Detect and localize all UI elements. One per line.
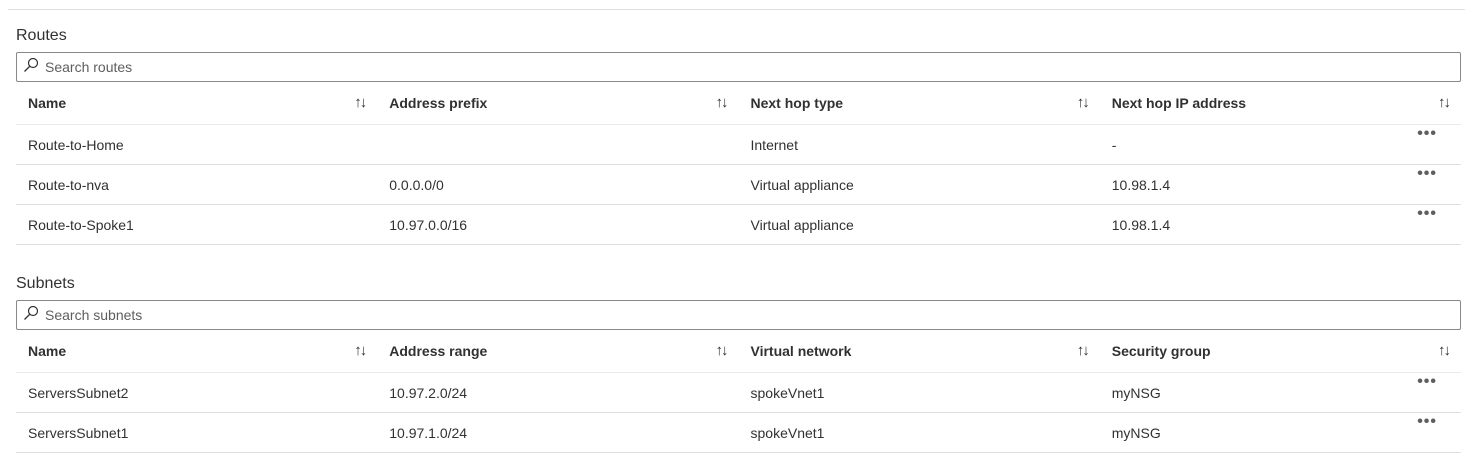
subnets-table: Name↑↓Address range↑↓Virtual network↑↓Se… <box>16 330 1461 453</box>
table-cell: 10.97.2.0/24 <box>377 372 739 413</box>
table-cell: ServersSubnet2 <box>16 372 378 413</box>
column-header[interactable]: Security group ↑↓ <box>1099 330 1461 373</box>
subnets-search-box[interactable]: Search subnets <box>16 300 1461 330</box>
table-cell: 10.98.1.4 ••• <box>1099 164 1461 205</box>
column-label: Name <box>28 95 67 111</box>
column-header[interactable]: Address prefix ↑↓ <box>377 82 739 125</box>
table-cell: Route-to-nva <box>16 164 378 205</box>
table-cell: Route-to-Spoke1 <box>16 204 378 245</box>
column-header[interactable]: Virtual network ↑↓ <box>738 330 1100 373</box>
column-label: Name <box>28 343 67 359</box>
table-cell <box>377 124 739 165</box>
column-label: Address prefix <box>389 95 488 111</box>
cell-text: 0.0.0.0/0 <box>389 176 444 193</box>
table-cell: spokeVnet1 <box>738 412 1100 453</box>
routes-search-box[interactable]: Search routes <box>16 52 1461 82</box>
column-label: Address range <box>389 343 488 359</box>
cell-text: myNSG <box>1111 384 1161 401</box>
sort-icon[interactable]: ↑↓ <box>1438 342 1451 359</box>
cell-text: Internet <box>750 136 798 153</box>
search-icon <box>23 57 39 78</box>
search-icon <box>23 305 39 326</box>
divider <box>8 9 1465 10</box>
subnets-search-input[interactable]: Search subnets <box>45 307 143 323</box>
sort-icon[interactable]: ↑↓ <box>354 94 367 111</box>
cell-text: 10.97.2.0/24 <box>389 384 468 401</box>
sort-icon[interactable]: ↑↓ <box>354 342 367 359</box>
column-header[interactable]: Next hop IP address ↑↓ <box>1099 82 1461 125</box>
table-cell: 10.98.1.4 ••• <box>1099 204 1461 245</box>
cell-text: Virtual appliance <box>750 216 854 233</box>
cell-text: 10.97.1.0/24 <box>389 424 468 441</box>
table-cell: myNSG ••• <box>1099 372 1461 413</box>
cell-text: myNSG <box>1111 424 1161 441</box>
routes-title: Routes <box>16 27 67 44</box>
table-cell: ServersSubnet1 <box>16 412 378 453</box>
table-cell: myNSG ••• <box>1099 412 1461 453</box>
table-cell: Internet <box>738 124 1100 165</box>
more-actions-icon[interactable]: ••• <box>1417 124 1437 142</box>
table-cell: Virtual appliance <box>738 164 1100 205</box>
column-header[interactable]: Name ↑↓ <box>16 330 378 373</box>
cell-text: ServersSubnet2 <box>28 384 129 401</box>
more-actions-icon[interactable]: ••• <box>1417 204 1437 222</box>
sort-icon[interactable]: ↑↓ <box>715 342 729 359</box>
cell-text: 10.98.1.4 <box>1111 216 1171 233</box>
table-row[interactable]: ServersSubnet2 10.97.2.0/24 spokeVnet1 myNS… <box>16 372 1461 413</box>
table-row[interactable]: ServersSubnet1 10.97.1.0/24 spokeVnet1 myNS… <box>16 412 1461 453</box>
cell-text: spokeVnet1 <box>750 424 825 441</box>
table-row[interactable]: Route-to-Spoke1 10.97.0.0/16 Virtual appli… <box>16 204 1461 245</box>
table-cell: spokeVnet1 <box>738 372 1100 413</box>
column-header[interactable]: Next hop type ↑↓ <box>738 82 1100 125</box>
cell-text: spokeVnet1 <box>750 384 825 401</box>
column-label: Security group <box>1111 343 1211 359</box>
cell-text: Route-to-Spoke1 <box>28 216 134 233</box>
table-cell: Route-to-Home <box>16 124 378 165</box>
table-cell: 10.97.0.0/16 <box>377 204 739 245</box>
table-cell: 0.0.0.0/0 <box>377 164 739 205</box>
subnets-section: Subnets Search subnets Name↑↓Address ran… <box>16 272 1461 453</box>
cell-text: Route-to-nva <box>28 176 109 193</box>
sort-icon[interactable]: ↑↓ <box>1438 94 1451 111</box>
routes-section: Routes Search routes Name↑↓Address prefi… <box>16 24 1461 245</box>
subnets-title: Subnets <box>16 275 75 292</box>
column-label: Virtual network <box>750 343 852 359</box>
column-header[interactable]: Address range ↑↓ <box>377 330 739 373</box>
table-row[interactable]: Route-to-nva 0.0.0.0/0 Virtual appliance 10… <box>16 164 1461 205</box>
sort-icon[interactable]: ↑↓ <box>1076 342 1090 359</box>
table-cell: Virtual appliance <box>738 204 1100 245</box>
more-actions-icon[interactable]: ••• <box>1417 412 1437 430</box>
more-actions-icon[interactable]: ••• <box>1417 372 1437 390</box>
table-cell: - ••• <box>1099 124 1461 165</box>
table-cell: 10.97.1.0/24 <box>377 412 739 453</box>
routes-table: Name↑↓Address prefix↑↓Next hop type↑↓Nex… <box>16 82 1461 245</box>
cell-text: 10.98.1.4 <box>1111 176 1171 193</box>
column-header[interactable]: Name ↑↓ <box>16 82 378 125</box>
cell-text: 10.97.0.0/16 <box>389 216 468 233</box>
table-row[interactable]: Route-to-Home Internet - ••• <box>16 124 1461 165</box>
column-label: Next hop IP address <box>1111 95 1247 111</box>
cell-text: - <box>1111 136 1117 153</box>
cell-text: ServersSubnet1 <box>28 424 129 441</box>
routes-search-input[interactable]: Search routes <box>45 59 133 75</box>
sort-icon[interactable]: ↑↓ <box>1076 94 1090 111</box>
cell-text: Route-to-Home <box>28 136 124 153</box>
cell-text: Virtual appliance <box>750 176 854 193</box>
column-label: Next hop type <box>750 95 844 111</box>
sort-icon[interactable]: ↑↓ <box>715 94 729 111</box>
more-actions-icon[interactable]: ••• <box>1417 164 1437 182</box>
